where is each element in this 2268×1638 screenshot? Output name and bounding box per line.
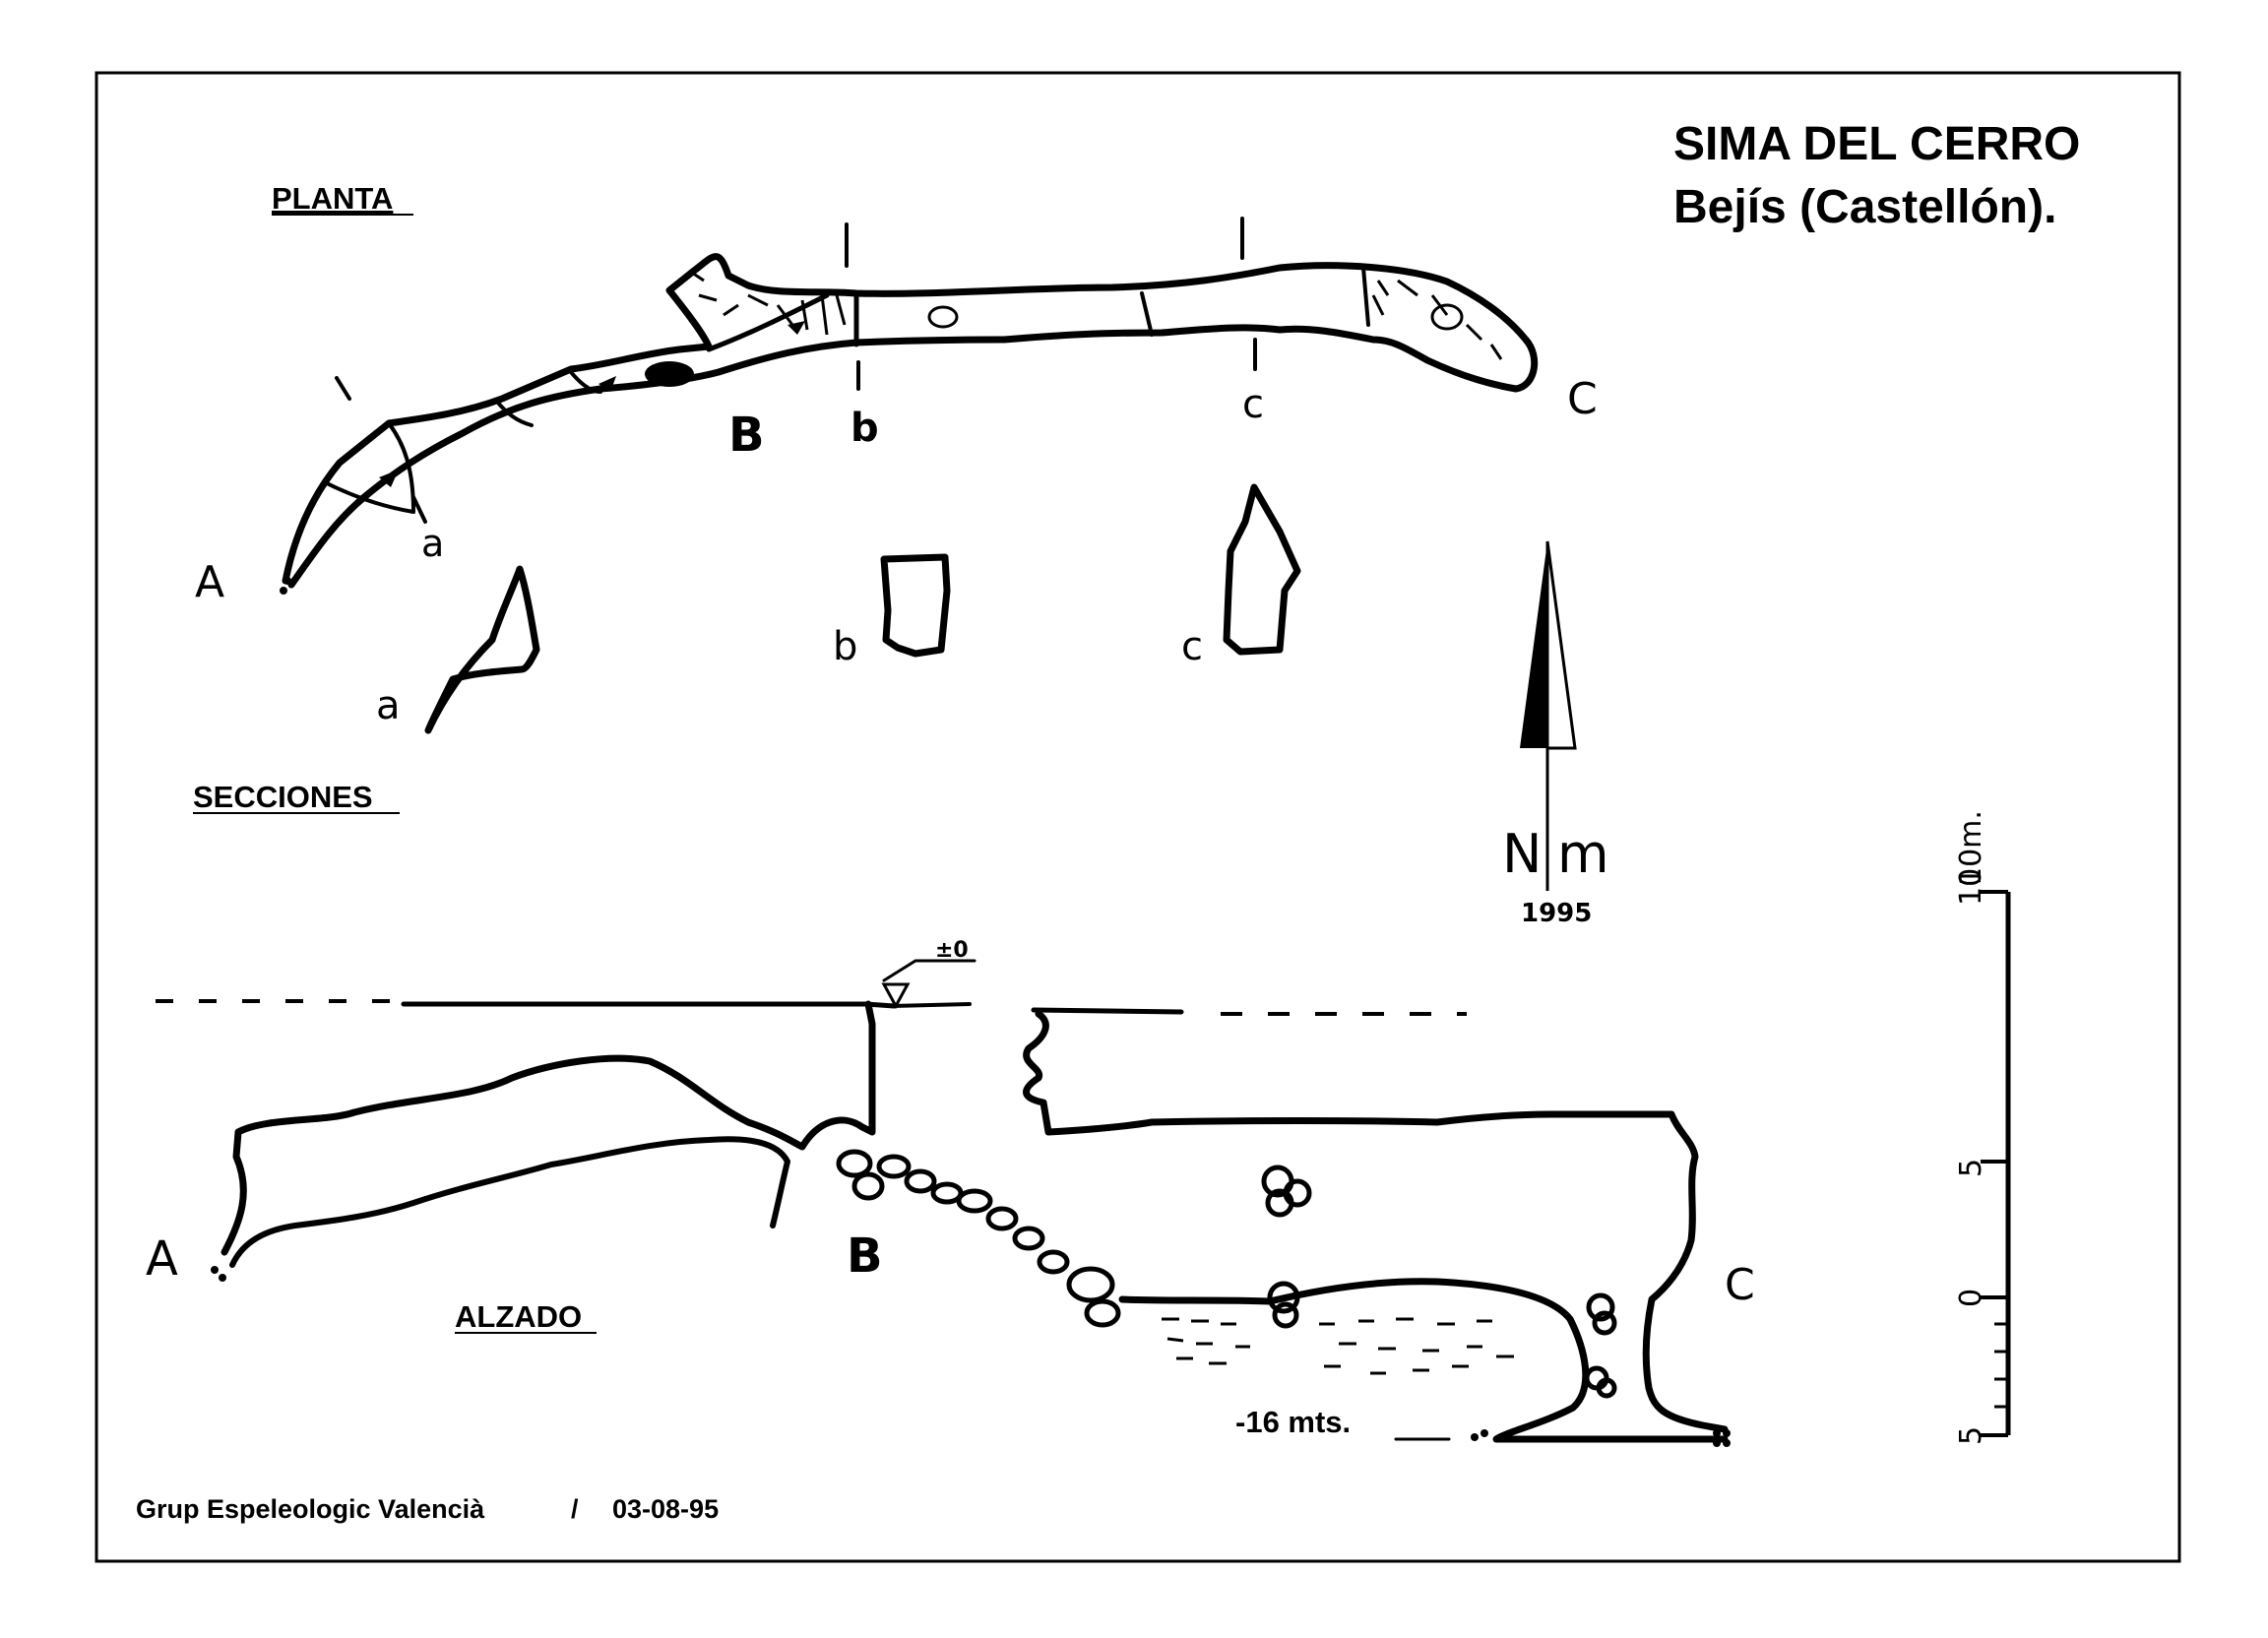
scale-tick-10: 10 (1954, 868, 1988, 906)
plan-point-c: C (1567, 374, 1598, 424)
section-a-label: a (376, 683, 401, 728)
boulder-icon (645, 361, 694, 387)
north-label: N (1502, 823, 1542, 885)
footer-separator: / (571, 1494, 579, 1524)
boulder-icon (1430, 303, 1464, 331)
alzado-heading: ALZADO (455, 1299, 582, 1334)
boulder-icon (927, 305, 959, 329)
footer-author: Grup Espeleologic Valencià (136, 1494, 485, 1524)
datum-label: ±0 (935, 938, 969, 963)
plan-outline (282, 253, 1539, 589)
elevation-point-a: A (146, 1231, 178, 1287)
section-b-shape (880, 553, 951, 658)
section-c-shape (1223, 483, 1301, 656)
map-location: Bejís (Castellón). (1673, 181, 2056, 233)
elevation-point-b: B (847, 1228, 883, 1284)
elevation-right-passage (1023, 1010, 1729, 1433)
footer-date: 03-08-95 (612, 1494, 719, 1524)
floor-deposits (1162, 1317, 1514, 1375)
planta-heading: PLANTA (272, 181, 393, 216)
plan-point-a: A (195, 557, 224, 607)
boulder-chain (836, 1149, 1121, 1328)
depth-note: -16 mts. (1235, 1405, 1351, 1439)
scale-tick-0: 0 (1954, 1289, 1988, 1307)
scale-tick-5: 5 (1954, 1159, 1988, 1177)
magnetic-label: m (1557, 823, 1609, 885)
plan-cut-label-c: c (1242, 382, 1264, 427)
scale-unit: 10m. (1954, 810, 1988, 886)
scale-bar: 10m. 10 5 0 5 (1954, 810, 2011, 1445)
scale-tick-minus5: 5 (1954, 1426, 1988, 1445)
plan-cut-label-b: b (850, 406, 879, 451)
map-title: SIMA DEL CERRO (1673, 118, 2080, 170)
north-year: 1995 (1521, 899, 1592, 928)
north-arrow-icon: N m 1995 (1502, 540, 1609, 928)
cut-a-tick (335, 376, 351, 401)
plan-cut-label-a: a (421, 522, 444, 565)
plan-view: A B C a b c (195, 217, 1598, 607)
boulder-icon (1261, 1165, 1617, 1399)
cross-sections: a b c (376, 483, 1301, 734)
datum-triangle-icon (881, 982, 911, 1010)
map-frame (94, 71, 2181, 1563)
secciones-heading: SECCIONES (193, 780, 373, 814)
plan-point-b: B (728, 408, 765, 463)
section-a-shape (424, 565, 540, 734)
elevation-point-c: C (1725, 1260, 1755, 1310)
elevation-left-passage (220, 1000, 876, 1256)
section-c-label: c (1181, 624, 1203, 669)
elevation-view: ±0 (146, 577, 1755, 1447)
section-b-label: b (833, 624, 857, 669)
